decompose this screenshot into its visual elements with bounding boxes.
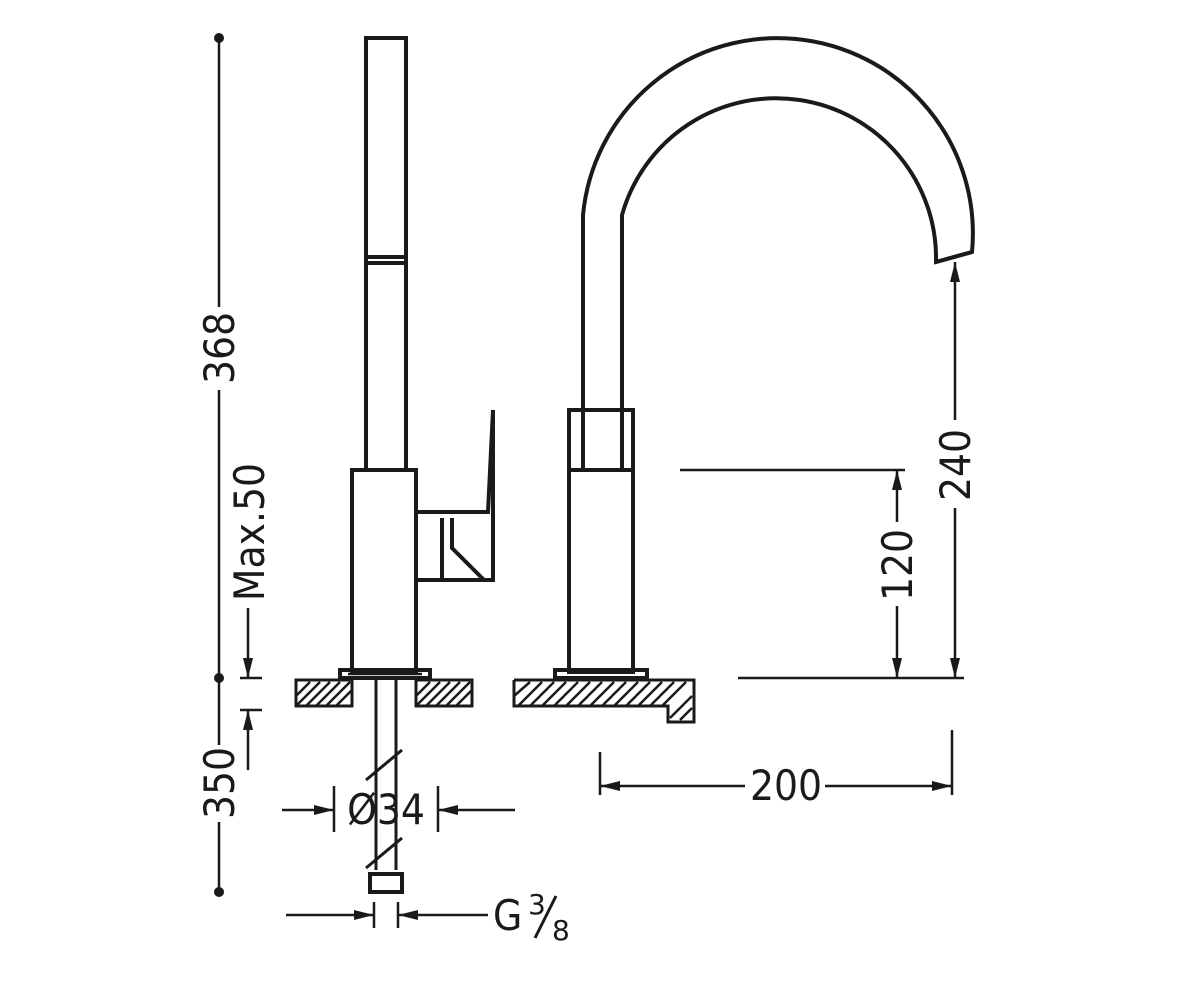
overall-dimension-line: [214, 33, 224, 897]
lever-height-label: 120: [873, 529, 922, 601]
countertop-section-left: [294, 678, 474, 708]
connection-fraction-numerator: 3: [528, 888, 546, 921]
faucet-front-view: [553, 36, 975, 680]
supply-hose: [365, 680, 404, 894]
side-view-lever: [416, 409, 495, 582]
side-view-spout: [364, 36, 408, 472]
front-view-spout: [581, 36, 975, 470]
fraction-slash: [533, 895, 558, 939]
overall-height-label: 368: [195, 312, 244, 384]
counter-thickness-dimension: [240, 608, 262, 770]
connection-thread-label: G: [493, 891, 522, 940]
dimension-endpoint-top: [214, 33, 224, 43]
faucet-side-view: [338, 36, 495, 680]
right-dimension-lines: [598, 262, 964, 795]
connection-thread-dimension: [286, 902, 488, 928]
front-view-base-plate: [553, 668, 649, 680]
hose-length-label: 350: [195, 747, 244, 819]
side-view-body: [350, 468, 418, 674]
countertop-section-right: [512, 678, 696, 724]
hole-diameter-dimension: [282, 786, 515, 832]
hose-connector: [368, 872, 404, 894]
side-view-base-plate: [338, 668, 432, 680]
spout-height-label: 240: [931, 429, 980, 501]
counter-thickness-label: Max.50: [225, 463, 274, 601]
hole-diameter-label: Ø34: [347, 785, 425, 834]
spout-reach-label: 200: [750, 761, 822, 810]
connection-fraction-denominator: 8: [552, 914, 570, 947]
dimension-endpoint-bottom: [214, 887, 224, 897]
dimension-endpoint-deck: [214, 673, 224, 683]
